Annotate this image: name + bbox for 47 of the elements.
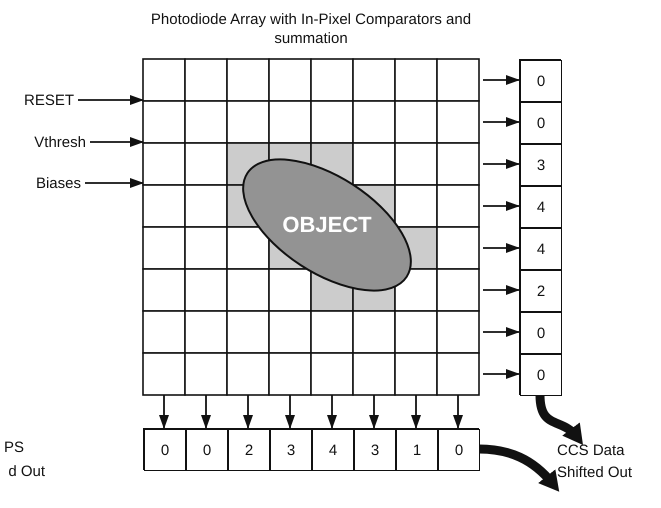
array-heading: Photodiode Array with In-Pixel Comparators and summation	[150, 10, 472, 48]
count-cell: 0	[520, 102, 562, 144]
count-cell: 0	[520, 354, 562, 396]
count-cell: 0	[438, 429, 480, 471]
arrow	[78, 95, 144, 105]
arrow	[285, 395, 295, 429]
signal-label: Vthresh	[0, 132, 86, 152]
arrow	[243, 395, 253, 429]
count-cell: 2	[520, 270, 562, 312]
signal-label: Biases	[0, 173, 81, 193]
arrow	[369, 395, 379, 429]
output-arrow	[478, 444, 560, 492]
count-cell: 0	[144, 429, 186, 471]
count-cell: 4	[312, 429, 354, 471]
arrow	[483, 201, 520, 211]
arrow	[85, 178, 144, 188]
shift-register	[143, 428, 479, 470]
arrow	[201, 395, 211, 429]
arrow	[90, 137, 144, 147]
arrow	[483, 285, 520, 295]
count-cell: 0	[520, 60, 562, 102]
shift-register	[519, 59, 561, 395]
output-label: d Out	[8, 463, 45, 480]
arrow	[483, 159, 520, 169]
arrow	[159, 395, 169, 429]
count-cell: 4	[520, 186, 562, 228]
count-cell: 1	[396, 429, 438, 471]
count-cell: 2	[228, 429, 270, 471]
count-cell: 4	[520, 228, 562, 270]
count-cell: 0	[520, 312, 562, 354]
arrow	[483, 369, 520, 379]
arrow	[411, 395, 421, 429]
output-label: CCS Data Shifted Out	[557, 440, 657, 486]
count-cell: 3	[520, 144, 562, 186]
signal-label: RESET	[0, 90, 74, 110]
object-label: OBJECT	[282, 212, 372, 238]
output-label: PS	[4, 439, 24, 456]
arrow	[453, 395, 463, 429]
arrow	[483, 243, 520, 253]
output-arrow	[536, 394, 584, 444]
arrow	[483, 117, 520, 127]
count-cell: 3	[270, 429, 312, 471]
count-cell: 0	[186, 429, 228, 471]
arrow	[483, 327, 520, 337]
arrow	[483, 75, 520, 85]
arrow	[327, 395, 337, 429]
count-cell: 3	[354, 429, 396, 471]
